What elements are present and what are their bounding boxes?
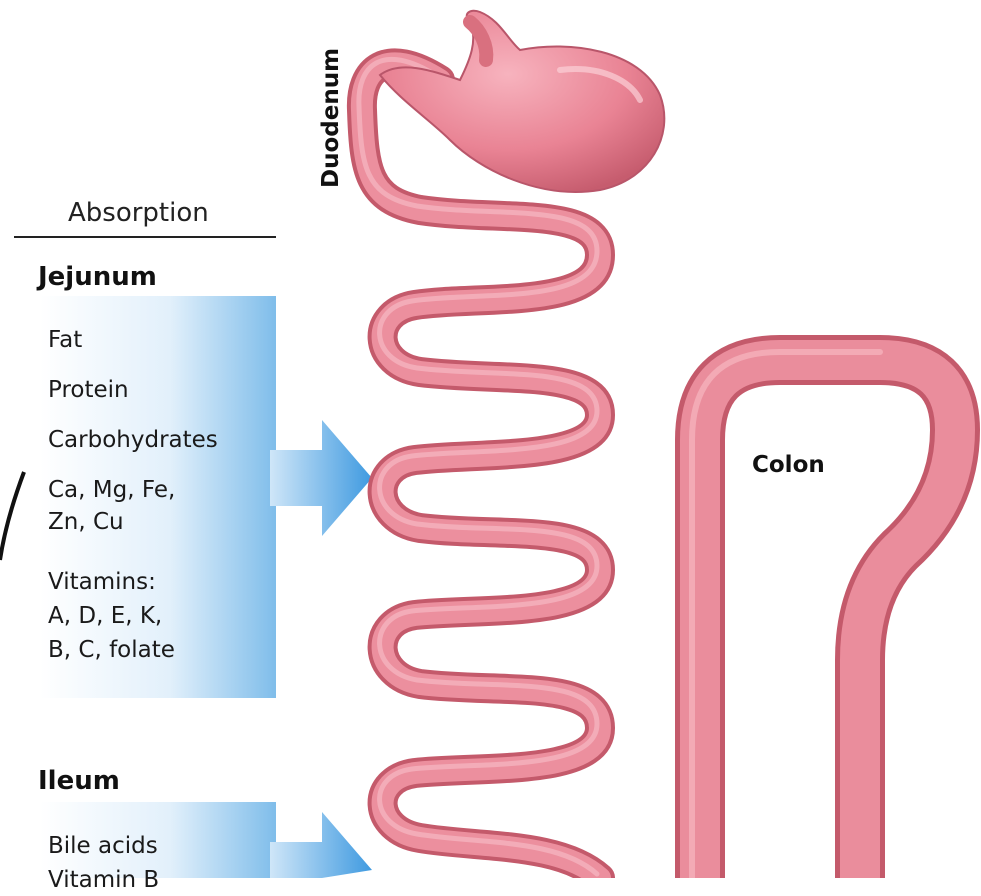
ileum-item-vitamin-b: Vitamin B	[48, 864, 159, 896]
ileum-title: Ileum	[38, 766, 120, 796]
stomach	[380, 11, 664, 192]
colon	[692, 352, 955, 878]
jejunum-item-vitamins: Vitamins:	[48, 566, 156, 598]
jejunum-item-carbohydrates: Carbohydrates	[48, 424, 218, 456]
edge-mark	[0, 472, 24, 560]
absorption-heading: Absorption	[68, 198, 209, 228]
jejunum-item-fat: Fat	[48, 324, 82, 356]
jejunum-title: Jejunum	[38, 262, 157, 292]
jejunum-item-minerals-2: Zn, Cu	[48, 506, 124, 538]
jejunum-item-vitamins-list-1: A, D, E, K,	[48, 600, 162, 632]
jejunum-item-protein: Protein	[48, 374, 129, 406]
colon-label: Colon	[752, 452, 825, 478]
jejunum-item-vitamins-list-2: B, C, folate	[48, 634, 175, 666]
duodenum-label: Duodenum	[318, 58, 344, 188]
ileum-item-bile-acids: Bile acids	[48, 830, 158, 862]
jejunum-item-minerals-1: Ca, Mg, Fe,	[48, 474, 175, 506]
